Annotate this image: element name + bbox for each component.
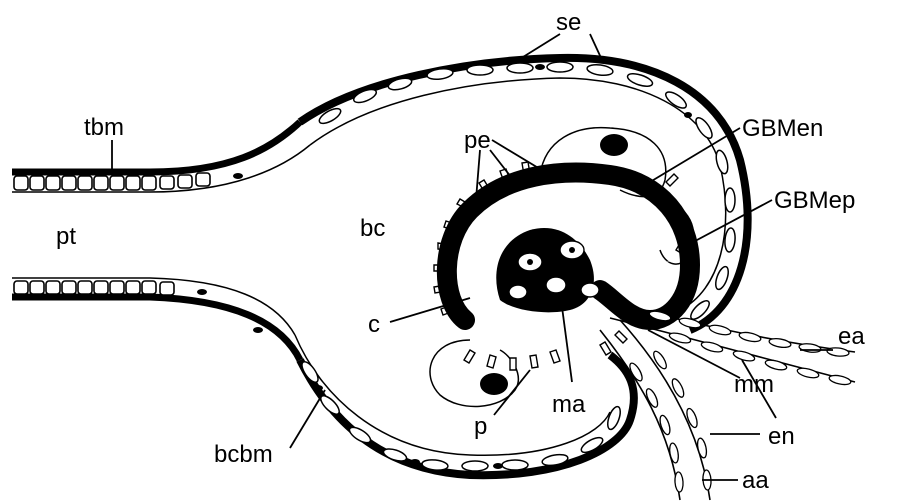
podocyte-nucleus-upper [600,134,628,156]
label-ma: ma [552,391,586,418]
label-mm: mm [734,371,774,398]
label-tbm: tbm [84,114,124,141]
label-ea: ea [838,323,865,350]
label-gbmen: GBMen [742,115,823,142]
glomerular-tuft [447,173,690,320]
arterioles [600,300,855,500]
label-p: p [474,413,487,440]
label-bcbm: bcbm [214,441,273,468]
label-c: c [368,311,380,338]
label-en: en [768,423,795,450]
label-gbmep: GBMep [774,187,855,214]
label-aa: aa [742,467,769,494]
label-pt: pt [56,223,76,250]
label-pe: pe [464,127,491,154]
podocyte-nucleus-lower [480,373,508,395]
leader-lines [112,34,833,480]
label-se: se [556,9,581,36]
label-bc: bc [360,215,385,242]
